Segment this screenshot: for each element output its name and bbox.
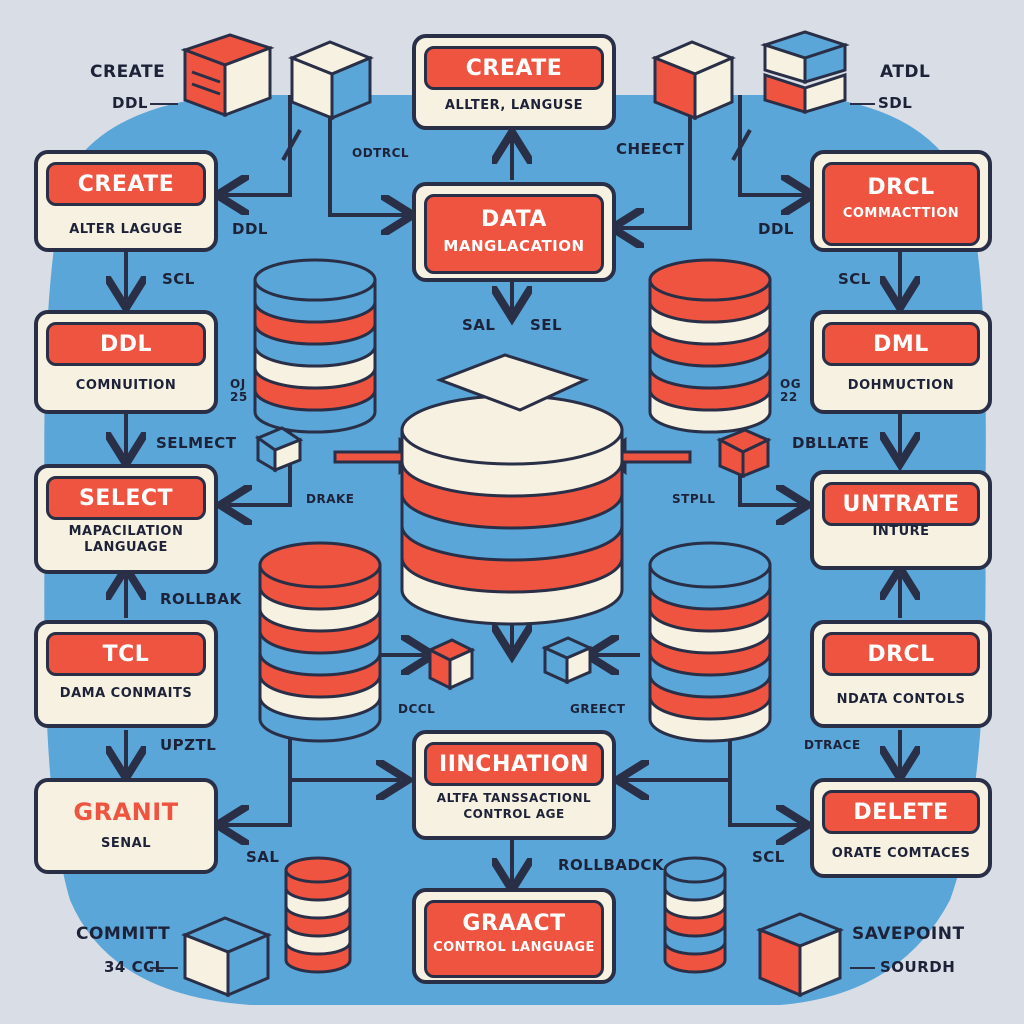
box-right-drcl: DRCL COMMACTTION	[810, 150, 992, 252]
box-icon-bottom-left	[181, 916, 272, 998]
label-odtrcl: ODTRCL	[352, 146, 410, 160]
box-subtitle: SENAL	[101, 836, 151, 851]
database-icon-upper-left	[253, 258, 377, 434]
label-ddl-left: DDL	[232, 220, 268, 238]
server-icon	[180, 33, 275, 118]
label-sal-mid: SAL	[462, 316, 496, 334]
box-data-manipulation: DATA MANGLACATION	[412, 182, 616, 282]
database-icon-lower-left	[258, 541, 382, 743]
box-subtitle: INTURE	[872, 524, 930, 539]
box-title: GRANIT	[46, 790, 206, 834]
database-icon-lower-right	[648, 541, 772, 743]
box-left-ddl: DDL COMNUITION	[34, 310, 218, 414]
box-subtitle: ORATE COMTACES	[831, 846, 971, 861]
cube-icon-4	[716, 428, 772, 479]
label-scl-right: SCL	[838, 270, 871, 288]
label-scl-bottom: SCL	[752, 848, 785, 866]
box-title: TCL	[46, 632, 206, 676]
box-title: GRAACT	[424, 900, 604, 978]
box-subtitle: ALLTER, LANGUSE	[444, 98, 584, 113]
label-oj25: OJ 25	[230, 377, 248, 404]
label-atdl-tr: ATDL	[880, 62, 931, 82]
label-committ: COMMITT	[76, 924, 171, 944]
box-title: DRCL	[822, 162, 980, 246]
box-title: CREATE	[424, 46, 604, 90]
cube-icons	[180, 30, 850, 998]
box-left-select: SELECT MAPACILATION LANGUAGE	[34, 464, 218, 574]
box-subtitle: COMMACTTION	[842, 206, 960, 221]
label-stpll: STPLL	[672, 492, 716, 506]
label-sel-mid: SEL	[530, 316, 563, 334]
box-subtitle: MAPACILATION LANGUAGE	[68, 524, 184, 555]
cube-icon-6	[541, 636, 594, 685]
database-stacks	[253, 258, 772, 974]
box-title: DRCL	[822, 632, 980, 676]
box-title: DATA	[424, 194, 604, 274]
label-sal-bottom: SAL	[246, 848, 280, 866]
box-subtitle: COMNUITION	[75, 378, 177, 393]
box-right-dml: DML DOHMUCTION	[810, 310, 992, 414]
label-rollbak: ROLLBAK	[160, 590, 242, 608]
box-right-drcl-2: DRCL NDATA CONTOLS	[810, 620, 992, 728]
box-subtitle: ALTER LAGUGE	[69, 222, 183, 237]
box-left-grant: GRANIT SENAL	[34, 778, 218, 874]
label-dbllate: DBLLATE	[792, 434, 870, 452]
label-scl-left: SCL	[162, 270, 195, 288]
books-icon	[760, 30, 850, 115]
label-sdl-tr: SDL	[878, 94, 913, 112]
cube-icon-2	[651, 40, 736, 121]
box-title: IINCHATION	[424, 742, 604, 786]
box-control-language: GRAACT CONTROL LANGUAGE	[412, 888, 616, 984]
database-icon-bottom-right	[663, 856, 727, 974]
box-title: DML	[822, 322, 980, 366]
box-title: CREATE	[46, 162, 206, 206]
box-title: DDL	[46, 322, 206, 366]
label-og22: OG 22	[780, 377, 802, 404]
box-transaction-control: IINCHATION ALTFA TANSSACTIONL CONTROL AG…	[412, 730, 616, 840]
cube-icon-1	[288, 40, 374, 121]
central-database-cap	[435, 353, 590, 412]
label-selmect: SELMECT	[156, 434, 237, 452]
label-drake: DRAKE	[306, 492, 355, 506]
label-checkt: CHEECT	[616, 140, 685, 158]
box-icon-bottom-right	[755, 912, 845, 998]
label-dccl: DCCL	[398, 702, 436, 716]
label-ddl-right: DDL	[758, 220, 794, 238]
label-ticks	[150, 103, 875, 969]
box-subtitle: NDATA CONTOLS	[836, 692, 966, 707]
box-title: SELECT	[46, 476, 206, 520]
central-database-icon	[400, 394, 624, 626]
box-left-tcl: TCL DAMA CONMAITS	[34, 620, 218, 728]
box-right-untrate: UNTRATE INTURE	[810, 470, 992, 570]
box-subtitle: DAMA CONMAITS	[59, 686, 193, 701]
cube-icon-3	[254, 426, 304, 473]
box-right-delete: DELETE ORATE COMTACES	[810, 778, 992, 878]
label-create-tl: CREATE	[90, 62, 166, 82]
box-subtitle: CONTROL LANGUAGE	[433, 940, 595, 955]
label-savepoint: SAVEPOINT	[852, 924, 965, 944]
label-upztl: UPZTL	[160, 736, 217, 754]
cube-icon-5	[426, 638, 476, 691]
label-greect: GREECT	[570, 702, 626, 716]
box-subtitle: DOHMUCTION	[847, 378, 955, 393]
box-title: UNTRATE	[822, 482, 980, 526]
box-create-alter-language: CREATE ALLTER, LANGUSE	[412, 34, 616, 130]
label-dtrace: DTRACE	[804, 738, 861, 752]
database-icon-upper-right	[648, 258, 772, 434]
box-subtitle: ALTFA TANSSACTIONL CONTROL AGE	[436, 791, 592, 821]
box-subtitle: MANGLACATION	[443, 237, 585, 255]
database-icon-bottom-left	[284, 856, 352, 974]
label-34-ccl: 34 CCL	[104, 958, 165, 976]
label-ddl-tl: DDL	[112, 94, 148, 112]
box-left-create: CREATE ALTER LAGUGE	[34, 150, 218, 252]
connectors	[126, 95, 900, 882]
label-rollbadck: ROLLBADCK	[558, 856, 665, 874]
box-title: DELETE	[822, 790, 980, 834]
label-sourdh: SOURDH	[880, 958, 956, 976]
